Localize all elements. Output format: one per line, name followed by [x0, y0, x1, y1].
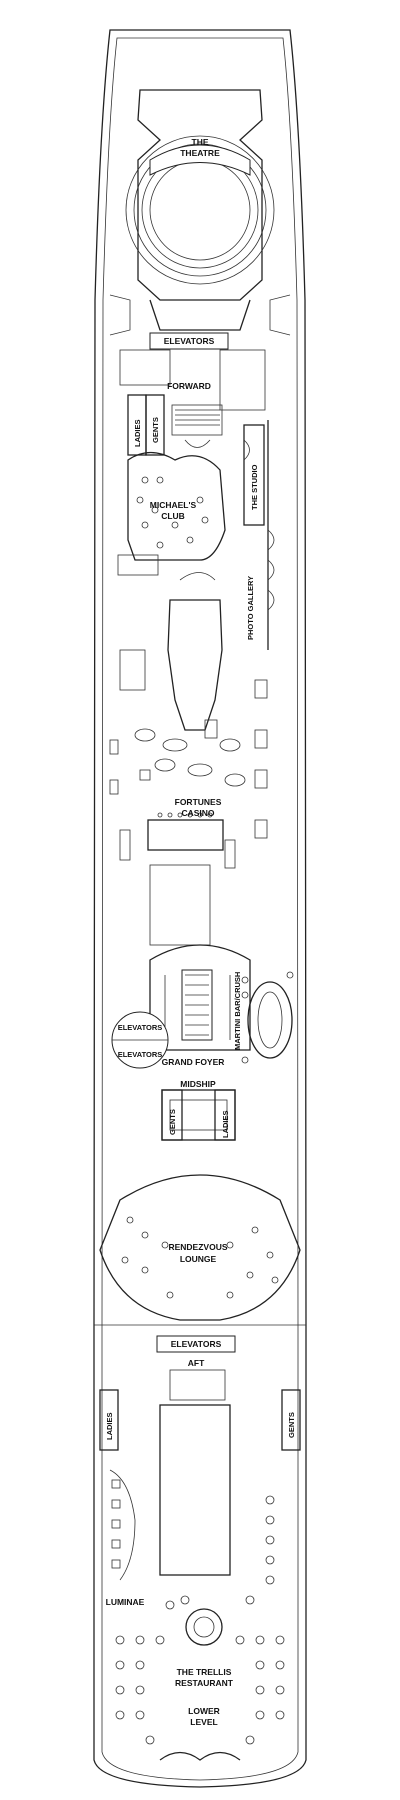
grand-foyer-label: GRAND FOYER [162, 1057, 225, 1067]
aft-label: AFT [188, 1358, 205, 1368]
luminae-label: LUMINAE [106, 1597, 145, 1607]
lower-level-label-line1: LOWER [188, 1706, 220, 1716]
ladies-forward-label: LADIES [133, 419, 142, 447]
luminae [109, 1469, 136, 1581]
michaels-club [117, 451, 226, 581]
aft-restrooms [99, 1389, 301, 1451]
fortunes-casino-label-line2: CASINO [181, 808, 214, 818]
aft-elevators [156, 1335, 236, 1401]
photo-gallery-label: PHOTO GALLERY [246, 576, 255, 640]
trellis-restaurant [115, 1495, 285, 1761]
fortunes-casino-label-line1: FORTUNES [175, 797, 222, 807]
aft-elevators-label: ELEVATORS [171, 1339, 222, 1349]
ladies-aft-label: LADIES [105, 1412, 114, 1440]
theatre-label-line2: THEATRE [180, 148, 220, 158]
martini-bar [241, 971, 294, 1064]
michaels-club-label-line1: MICHAEL'S [150, 500, 197, 510]
rendezvous-label-line2: LOUNGE [180, 1254, 217, 1264]
gents-forward-label: GENTS [151, 417, 160, 443]
mid-elevators-bottom-label: ELEVATORS [118, 1050, 163, 1059]
mid-elevators-top-label: ELEVATORS [118, 1023, 163, 1032]
mid-elevators [111, 1011, 169, 1069]
forward-elevators [119, 332, 266, 448]
the-studio [243, 424, 265, 526]
studio-label: THE STUDIO [250, 464, 259, 510]
rendezvous-label-line1: RENDEZVOUS [168, 1242, 227, 1252]
theatre-label-line1: THE [192, 137, 209, 147]
martini-bar-label: MARTINI BAR/CRUSH [233, 972, 242, 1050]
gents-mid-label: GENTS [168, 1109, 177, 1135]
midship [161, 1089, 236, 1141]
grand-foyer [149, 944, 251, 1051]
trellis-label-line2: RESTAURANT [175, 1678, 234, 1688]
central-block [119, 599, 223, 731]
fortunes-casino [109, 679, 268, 946]
gents-aft-label: GENTS [287, 1412, 296, 1438]
rendezvous-lounge [99, 1174, 301, 1321]
theatre [109, 89, 291, 336]
forward-label: FORWARD [167, 381, 211, 391]
michaels-club-label-line2: CLUB [161, 511, 185, 521]
trellis-label-line1: THE TRELLIS [177, 1667, 232, 1677]
hull-outline [93, 29, 307, 1788]
lower-level-label-line2: LEVEL [190, 1717, 217, 1727]
midship-label: MIDSHIP [180, 1079, 216, 1089]
forward-elevators-label: ELEVATORS [164, 336, 215, 346]
photo-gallery [267, 420, 275, 650]
ladies-mid-label: LADIES [221, 1110, 230, 1138]
aft-central-block [159, 1404, 231, 1576]
